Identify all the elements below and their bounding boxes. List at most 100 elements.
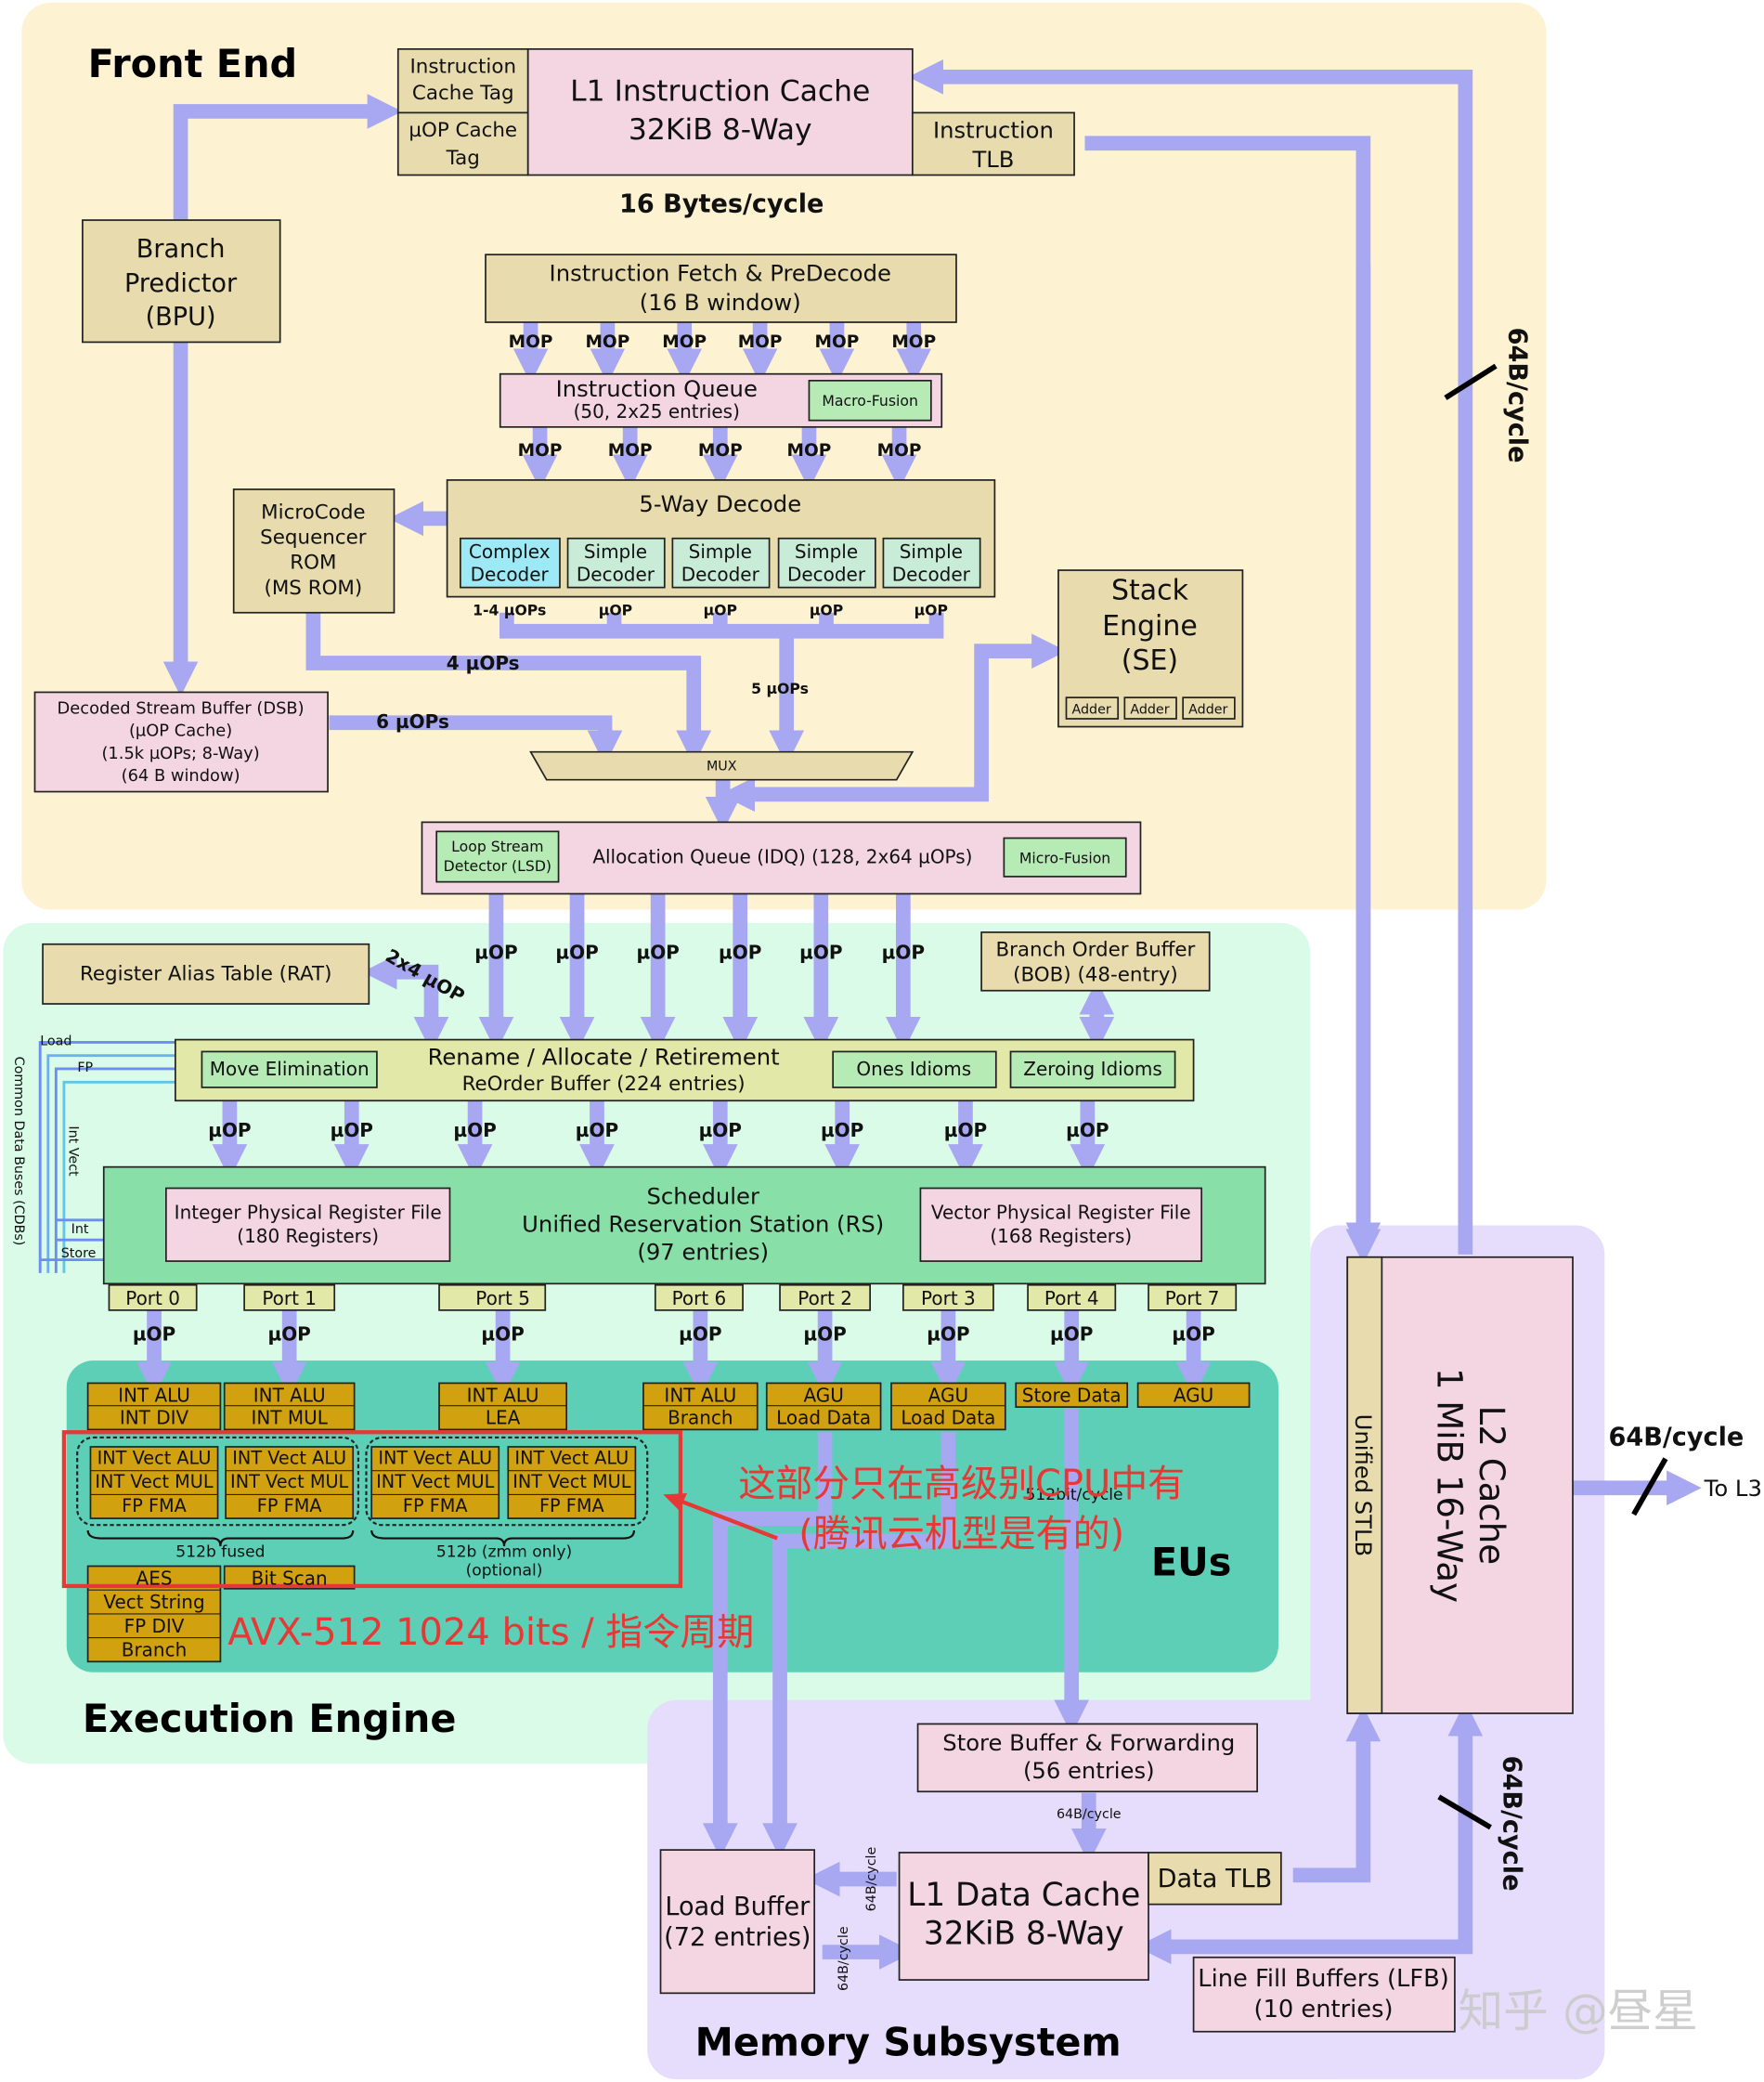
- uop-label: µOP: [331, 1119, 373, 1141]
- port-1-box: [243, 1283, 336, 1311]
- scheduler-line3: (97 entries): [637, 1239, 769, 1266]
- decoder-0-line2: Decoder: [471, 563, 550, 585]
- front-end-title: Front End: [88, 42, 298, 86]
- eu-port2: [765, 1382, 882, 1431]
- l2-line1: L2 Cache: [1472, 1406, 1511, 1566]
- macro-fusion-label: Macro-Fusion: [822, 392, 918, 410]
- uop-label: µOP: [453, 1119, 496, 1141]
- int-prf-line2: (180 Registers): [237, 1225, 379, 1247]
- port-4-box: [1027, 1283, 1117, 1311]
- mop-label: MOP: [509, 332, 553, 352]
- mop-label: MOP: [698, 441, 743, 461]
- rat-label: Register Alias Table (RAT): [80, 962, 331, 985]
- l1d-line1: L1 Data Cache: [907, 1877, 1140, 1914]
- uop-label: µOP: [133, 1323, 175, 1346]
- idq-label: Allocation Queue (IDQ) (128, 2x64 µOPs): [592, 846, 972, 868]
- eu-port1: [223, 1382, 356, 1431]
- eu-port7: [1136, 1382, 1251, 1408]
- vec-unit-3: [370, 1446, 500, 1519]
- zeroing-idioms-box: [1009, 1050, 1176, 1088]
- vec-unit-3-mul: INT Vect MUL: [376, 1471, 495, 1492]
- dsb-line1: Decoded Stream Buffer (DSB): [58, 698, 305, 718]
- bob-line2: (BOB) (48-entry): [1013, 964, 1178, 987]
- vec-unit-4-alu: INT Vect ALU: [514, 1448, 629, 1469]
- eu-port5-line1: INT ALU: [467, 1384, 539, 1406]
- lfb-line2: (10 entries): [1254, 1996, 1394, 2023]
- decoder-0-line1: Complex: [469, 540, 551, 563]
- port-3-label: Port 3: [921, 1287, 976, 1309]
- decoder-4-line2: Decoder: [892, 563, 971, 585]
- dtlb-label: Data TLB: [1158, 1865, 1273, 1893]
- four-uops-label: 4 µOPs: [447, 652, 520, 674]
- annotation-arrow: [673, 1496, 778, 1541]
- mop-label: MOP: [585, 332, 629, 352]
- adder-label-3: Adder: [1188, 702, 1227, 717]
- bus-label-int-vect: Int Vect: [66, 1126, 81, 1177]
- bpu-line2: Predictor: [124, 269, 238, 298]
- l2-lfb-bw-label: 64B/cycle: [1498, 1756, 1526, 1892]
- eu-port1-line1: INT ALU: [253, 1384, 326, 1406]
- sb-bw-label: 64B/cycle: [1057, 1807, 1122, 1822]
- scheduler-line1: Scheduler: [646, 1183, 759, 1210]
- eu-port2-line1: AGU: [803, 1384, 843, 1406]
- port-7-label: Port 7: [1165, 1287, 1220, 1309]
- bob-line1: Branch Order Buffer: [995, 939, 1195, 962]
- five-uops-label: 5 µOPs: [751, 680, 809, 697]
- mop-label: MOP: [891, 332, 936, 352]
- uop-label: µOP: [799, 941, 842, 963]
- uop-label: µOP: [719, 941, 761, 963]
- vec-prf-line1: Vector Physical Register File: [931, 1201, 1191, 1223]
- eu-port3: [890, 1382, 1006, 1431]
- fetch-line2: (16 B window): [640, 289, 801, 316]
- uop-label: µOP: [821, 1119, 863, 1141]
- lfb-box: [1192, 1956, 1456, 2033]
- stlb-box: [1346, 1256, 1383, 1714]
- bw-512-label: 512bit/cycle: [1026, 1486, 1123, 1504]
- icache-tag-line1: Instruction: [409, 56, 516, 79]
- macro-fusion-box: [808, 379, 932, 422]
- iq-line1: Instruction Queue: [556, 375, 758, 402]
- eu-port5: [438, 1382, 567, 1431]
- eu-port0-line1: INT ALU: [118, 1384, 190, 1406]
- l1-icache-box: [526, 47, 914, 176]
- port-5-label: Port 5: [475, 1287, 530, 1309]
- watermark: 知乎 @昼星: [1459, 1985, 1698, 2037]
- mop-label: MOP: [877, 441, 922, 461]
- bytes-per-cycle-label: 16 Bytes/cycle: [619, 189, 824, 218]
- fetch-line1: Instruction Fetch & PreDecode: [550, 260, 891, 287]
- fp-div-label: FP DIV: [124, 1615, 185, 1637]
- decoder-1-line2: Decoder: [577, 563, 655, 585]
- itlb-line1: Instruction: [933, 117, 1054, 144]
- zmm-line1: 512b (zmm only): [436, 1543, 572, 1562]
- port-5-box: [438, 1283, 547, 1311]
- stack-engine-line2: Engine: [1102, 610, 1198, 643]
- eus-title: EUs: [1151, 1540, 1232, 1584]
- eu-port0-line2: INT DIV: [120, 1407, 189, 1429]
- l3-bw-label: 64B/cycle: [1608, 1424, 1744, 1452]
- cdb-label: Common Data Buses (CDBs): [11, 1057, 26, 1246]
- l2-icache-bw-label: 64B/cycle: [1502, 328, 1531, 463]
- vec-prf-box: [919, 1187, 1203, 1262]
- uop-label: µOP: [1066, 1119, 1109, 1141]
- uop-label: µOP: [481, 1323, 524, 1346]
- vec-unit-1: [89, 1446, 219, 1519]
- bus-label-load: Load: [40, 1034, 71, 1048]
- vec-unit-1-alu: INT Vect ALU: [97, 1448, 212, 1469]
- bus-label-int: Int: [71, 1222, 89, 1237]
- stack-engine-line3: (SE): [1122, 644, 1178, 677]
- decoder-out-3: µOP: [810, 602, 843, 619]
- vec-unit-1-mul: INT Vect MUL: [95, 1471, 214, 1492]
- load-buffer-line2: (72 entries): [664, 1923, 811, 1952]
- rob-line2: ReOrder Buffer (224 entries): [462, 1073, 746, 1096]
- ones-idioms-box: [832, 1050, 997, 1088]
- aes-label: AES: [136, 1567, 173, 1589]
- store-buffer-box: [916, 1723, 1258, 1793]
- lb-bw-top: 64B/cycle: [864, 1846, 879, 1911]
- annotation-cn-line1: 这部分只在高级别CPU中有: [738, 1463, 1185, 1505]
- memory-subsystem-title: Memory Subsystem: [695, 2020, 1122, 2064]
- l2-line2: 1 MiB 16-Way: [1429, 1368, 1469, 1603]
- decoder-2-line2: Decoder: [681, 563, 760, 585]
- stack-engine-line1: Stack: [1111, 574, 1189, 606]
- l2-cache-box: [1346, 1256, 1574, 1714]
- vec-unit-2-mul: INT Vect MUL: [230, 1471, 349, 1492]
